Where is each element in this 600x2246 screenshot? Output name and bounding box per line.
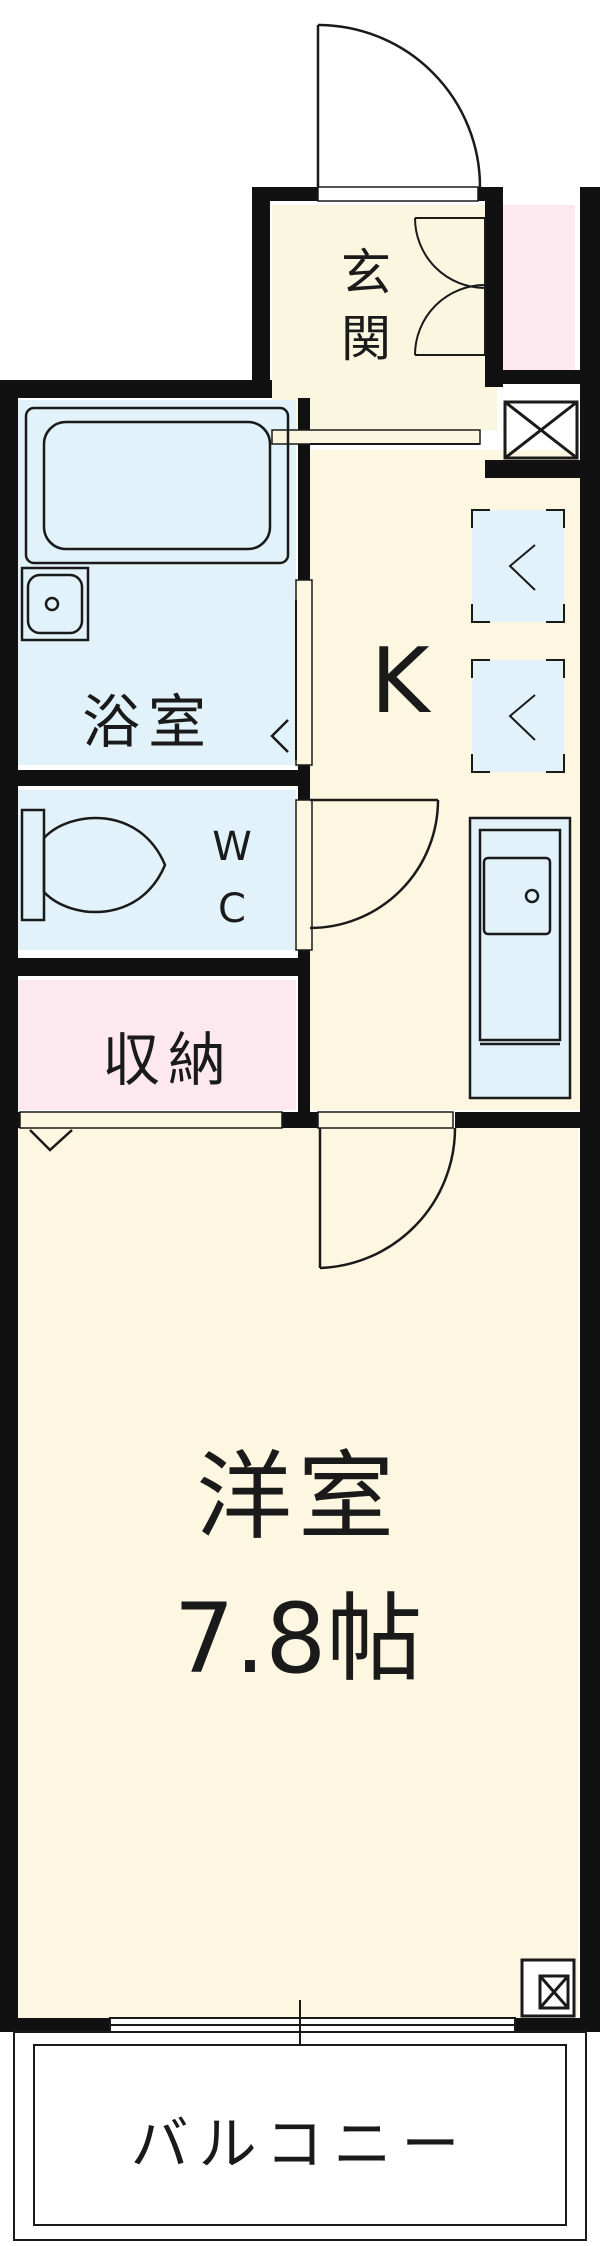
- entrance-label-char: 関: [341, 310, 395, 368]
- meter-box-icon: [503, 400, 579, 460]
- western-room-size: 7.8帖: [174, 1583, 423, 1695]
- kitchen-label: K: [370, 629, 431, 734]
- entrance-door: [316, 23, 482, 188]
- storage-label: 収納: [102, 1026, 234, 1094]
- bathtub: [24, 406, 290, 565]
- toilet-door-swing: [309, 798, 440, 930]
- washbasin: [20, 566, 90, 642]
- toilet-label-c: C: [218, 886, 246, 932]
- western-room-floor: [18, 1125, 578, 2020]
- bath-door-marker: [270, 719, 289, 753]
- toilet-icon: [20, 808, 167, 922]
- appliance-space-2: [471, 659, 565, 773]
- balcony-label: バルコニー: [131, 2110, 470, 2178]
- appliance-space-1: [471, 509, 565, 623]
- toilet-floor: [18, 790, 296, 950]
- shoe-box: [500, 205, 575, 380]
- entrance-floor: [272, 205, 497, 430]
- entrance-closet-doors: [414, 217, 486, 356]
- pipe-space-icon: [520, 1958, 576, 2018]
- bathroom-floor: [18, 400, 296, 765]
- balcony-outline: [13, 2031, 587, 2241]
- entrance-label: 玄関: [341, 244, 395, 368]
- storage-floor: [18, 980, 296, 1110]
- western-room-label: 洋室: [196, 1441, 400, 1553]
- toilet-label: W: [212, 824, 252, 870]
- entrance-label-char: 玄: [341, 244, 395, 302]
- western-room-door: [318, 1127, 457, 1270]
- kitchen-counter: [468, 816, 572, 1100]
- storage-door-marker: [29, 1129, 73, 1152]
- bathroom-label: 浴室: [82, 688, 214, 756]
